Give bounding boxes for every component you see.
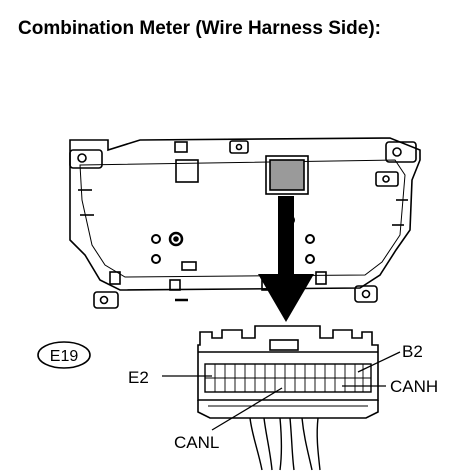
pin-label-b2: B2 bbox=[402, 342, 423, 361]
pin-label-canl: CANL bbox=[174, 433, 219, 452]
connection-arrow bbox=[258, 196, 314, 322]
connector-id-label: E19 bbox=[50, 348, 79, 365]
pin-label-canh: CANH bbox=[390, 377, 438, 396]
wire-bundle bbox=[249, 417, 321, 471]
b2-leader bbox=[357, 351, 401, 373]
pin-label-e2: E2 bbox=[128, 368, 149, 387]
diagram-title: Combination Meter (Wire Harness Side): bbox=[18, 18, 381, 39]
meter-housing bbox=[69, 137, 421, 309]
canl-leader bbox=[211, 387, 283, 431]
harness-connector bbox=[197, 325, 379, 419]
connector-id-badge: E19 bbox=[37, 341, 91, 369]
pin-callouts: E2 B2 CANH CANL bbox=[128, 342, 438, 452]
